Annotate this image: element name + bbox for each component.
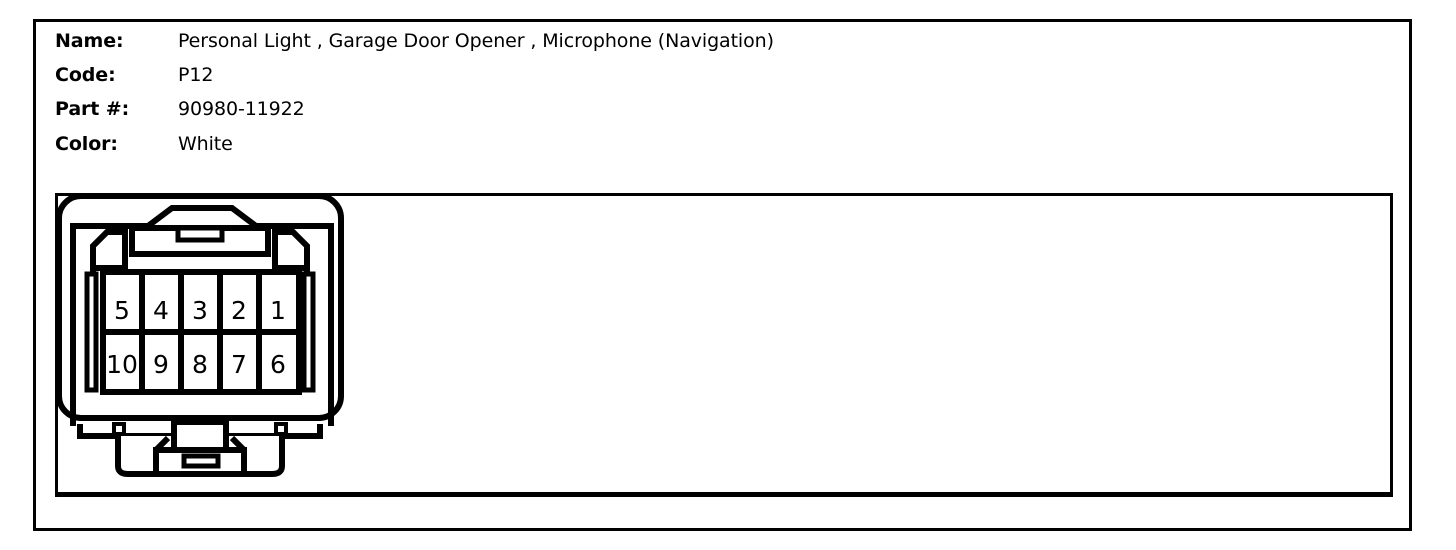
skirt-notch-right xyxy=(274,422,288,436)
lock-shoulder-right xyxy=(229,435,247,453)
info-value-part-number: 90980-11922 xyxy=(178,98,305,120)
latch-tab-right xyxy=(272,229,310,271)
connector-info-block: Name: Personal Light , Garage Door Opener… xyxy=(55,30,1255,180)
pin-label-6: 6 xyxy=(270,350,286,379)
pin-label-9: 9 xyxy=(153,350,169,379)
info-row-color: Color: White xyxy=(55,133,233,159)
info-label-name: Name: xyxy=(55,30,124,52)
pin-label-10: 10 xyxy=(106,350,138,379)
pin-label-4: 4 xyxy=(153,296,169,325)
pin-label-3: 3 xyxy=(192,296,208,325)
diagram-panel-bottom-divider xyxy=(55,494,1393,497)
skirt-notch-left xyxy=(112,422,126,436)
pin-label-2: 2 xyxy=(231,296,247,325)
pin-label-1: 1 xyxy=(270,296,286,325)
cavity-rail-right xyxy=(301,271,316,393)
connector-shroud-trapezoid xyxy=(70,205,334,426)
pin-label-8: 8 xyxy=(192,350,208,379)
cavity-rail-left xyxy=(84,271,99,393)
info-label-color: Color: xyxy=(55,133,118,155)
connector-illustration: 5 4 3 2 1 10 9 8 7 6 xyxy=(50,190,350,485)
info-row-part-number: Part #: 90980-11922 xyxy=(55,98,305,124)
pin-grid: 5 4 3 2 1 10 9 8 7 6 xyxy=(100,269,302,395)
info-label-code: Code: xyxy=(55,64,116,86)
lock-tab-slot xyxy=(181,453,221,469)
lock-tab-upper xyxy=(171,419,229,453)
connector-svg: 5 4 3 2 1 10 9 8 7 6 xyxy=(56,193,344,477)
info-row-code: Code: P12 xyxy=(55,64,213,90)
info-value-name: Personal Light , Garage Door Opener , Mi… xyxy=(178,30,774,52)
info-value-code: P12 xyxy=(178,64,214,86)
info-value-color: White xyxy=(178,133,233,155)
lock-shoulder-left xyxy=(153,435,171,453)
pin-label-5: 5 xyxy=(114,296,130,325)
latch-bar-notch xyxy=(175,225,225,243)
info-label-part-number: Part #: xyxy=(55,98,130,120)
latch-tab-left xyxy=(90,229,128,271)
pin-label-7: 7 xyxy=(231,350,247,379)
info-row-name: Name: Personal Light , Garage Door Opener… xyxy=(55,30,774,56)
